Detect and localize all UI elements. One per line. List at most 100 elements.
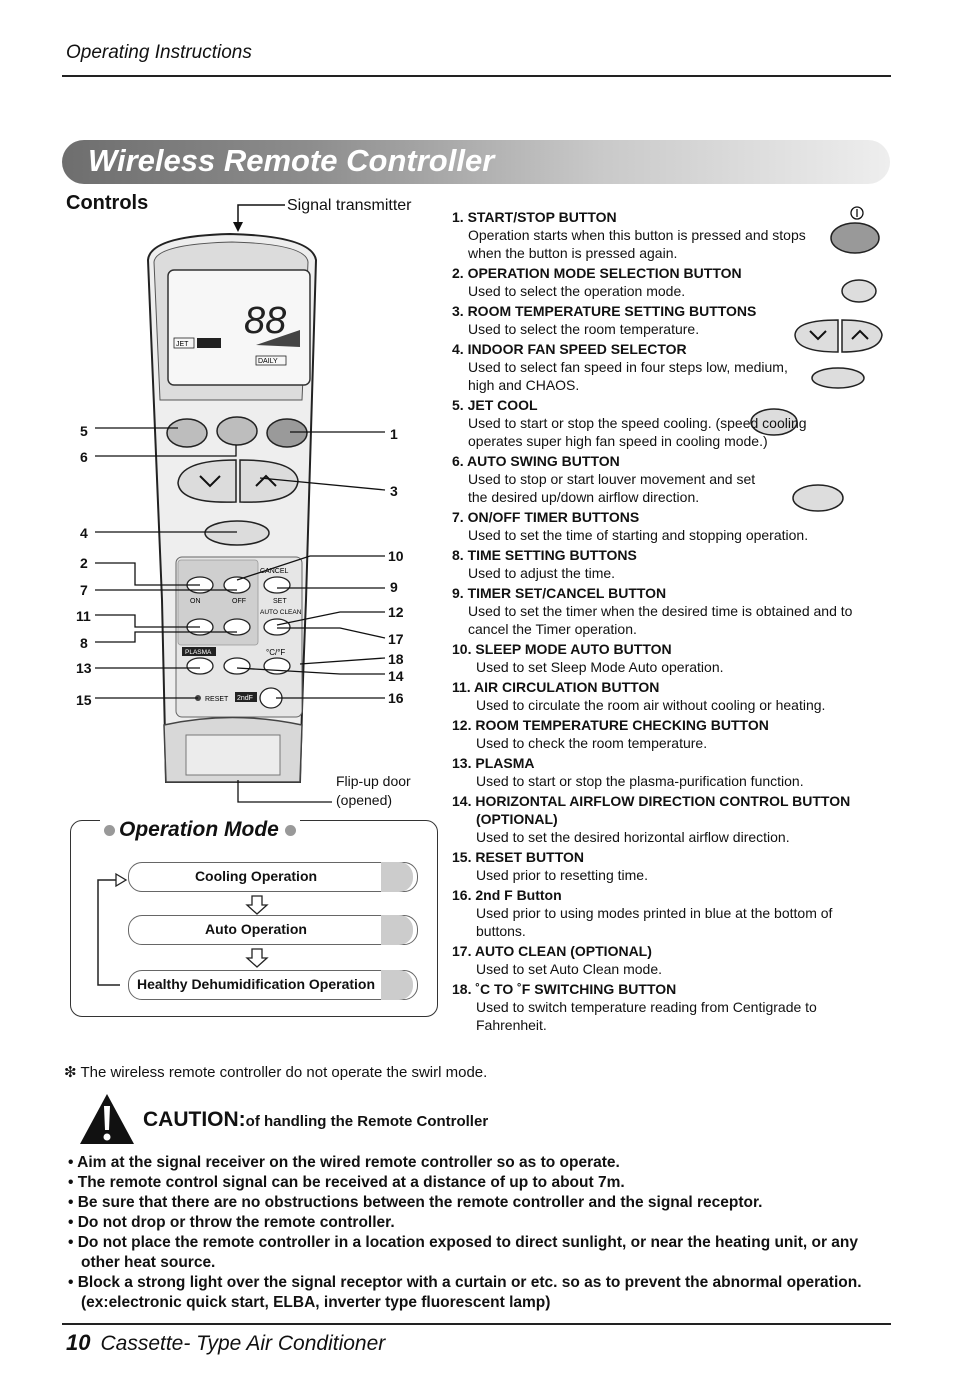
item-title: 7. ON/OFF TIMER BUTTONS <box>452 509 640 525</box>
callout-17: 17 <box>388 631 404 647</box>
list-item: 6. AUTO SWING BUTTON Used to stop or star… <box>452 452 872 506</box>
item-desc: Used to circulate the room air without c… <box>476 697 826 713</box>
item-desc: Used to select the room temperature. <box>468 321 700 337</box>
bottom-rule <box>62 1323 891 1325</box>
callout-7: 7 <box>80 582 88 598</box>
remote-reset-label: RESET <box>205 696 229 703</box>
item-desc: Used to select fan speed in four steps l… <box>468 359 788 393</box>
bullet-dot-icon <box>104 825 115 836</box>
callout-11: 11 <box>76 608 91 624</box>
caution-label: CAUTION: <box>143 1108 246 1131</box>
item-desc: Used prior to using modes printed in blu… <box>476 905 833 939</box>
list-item: • Aim at the signal receiver on the wire… <box>68 1154 620 1171</box>
fan-speed-icon <box>811 367 865 389</box>
callout-8: 8 <box>80 635 88 651</box>
list-item: 14. HORIZONTAL AIRFLOW DIRECTION CONTROL… <box>452 792 872 846</box>
callout-15: 15 <box>76 692 92 708</box>
item-desc: Used to start or stop the plasma-purific… <box>476 773 804 789</box>
item-title: 18. ˚C TO ˚F SWITCHING BUTTON <box>452 981 677 997</box>
mode-icon <box>841 279 877 303</box>
signal-transmitter-label: Signal transmitter <box>287 197 412 214</box>
item-title: 8. TIME SETTING BUTTONS <box>452 547 637 563</box>
list-item: • Do not drop or throw the remote contro… <box>68 1214 395 1231</box>
footer-title: Cassette- Type Air Conditioner <box>100 1332 386 1355</box>
remote-autoclean-label: AUTO CLEAN <box>260 609 302 616</box>
item-desc: Operation starts when this button is pre… <box>468 227 806 261</box>
callout-18: 18 <box>388 651 404 667</box>
list-item: 8. TIME SETTING BUTTONS Used to adjust th… <box>452 546 872 582</box>
item-title: 4. INDOOR FAN SPEED SELECTOR <box>452 341 687 357</box>
controls-heading: Controls <box>66 192 149 214</box>
title-banner <box>62 140 890 184</box>
flip-up-door-label: Flip-up door (opened) <box>336 772 411 810</box>
callout-1: 1 <box>390 426 398 442</box>
remote-2ndf-label: 2ndF <box>237 695 253 702</box>
lcd-jet-label: JET <box>176 341 189 348</box>
list-item: 13. PLASMA Used to start or stop the plas… <box>452 754 872 790</box>
flip-up-door-line1: Flip-up door <box>336 773 411 789</box>
callout-4: 4 <box>80 525 88 541</box>
list-item: 2. OPERATION MODE SELECTION BUTTON Used t… <box>452 264 872 300</box>
item-title: 9. TIMER SET/CANCEL BUTTON <box>452 585 667 601</box>
list-item: 3. ROOM TEMPERATURE SETTING BUTTONS Used … <box>452 302 872 338</box>
callout-13: 13 <box>76 660 92 676</box>
item-desc: Used to adjust the time. <box>468 565 616 581</box>
auto-mode-icon <box>381 915 413 945</box>
operation-mode-title-text: Operation Mode <box>119 818 279 841</box>
item-title: 10. SLEEP MODE AUTO BUTTON <box>452 641 672 657</box>
item-title: 16. 2nd F Button <box>452 887 562 903</box>
bullet-dot-icon <box>284 825 296 836</box>
list-item: 9. TIMER SET/CANCEL BUTTON Used to set th… <box>452 584 872 638</box>
page-number: 10 <box>66 1330 91 1355</box>
item-title: 13. PLASMA <box>452 755 535 771</box>
item-title: 3. ROOM TEMPERATURE SETTING BUTTONS <box>452 303 757 319</box>
item-title: 15. RESET BUTTON <box>452 849 584 865</box>
list-item: 4. INDOOR FAN SPEED SELECTOR Used to sele… <box>452 340 872 394</box>
callout-10: 10 <box>388 548 404 564</box>
callout-12: 12 <box>388 604 404 620</box>
item-desc: Used to start or stop the speed cooling.… <box>468 415 807 449</box>
flip-up-door-line2: (opened) <box>336 792 393 808</box>
droplet-icon <box>381 970 413 1000</box>
lcd-digits: 88 <box>244 300 286 342</box>
item-desc: Used to stop or start louver movement an… <box>468 471 756 505</box>
item-title: 5. JET COOL <box>452 397 538 413</box>
auto-swing-icon <box>792 484 844 512</box>
item-desc: Used to select the operation mode. <box>468 283 686 299</box>
remote-set-label: SET <box>273 598 287 605</box>
list-item: 10. SLEEP MODE AUTO BUTTON Used to set Sl… <box>452 640 872 676</box>
item-title: 14. HORIZONTAL AIRFLOW DIRECTION CONTROL… <box>452 793 851 827</box>
callout-3: 3 <box>390 483 398 499</box>
caution-heading: CAUTION:of handling the Remote Controlle… <box>143 1108 488 1132</box>
mode-label: Healthy Dehumidification Operation <box>136 976 376 992</box>
list-item: • Be sure that there are no obstructions… <box>68 1194 763 1211</box>
mode-dehumidification: Healthy Dehumidification Operation <box>128 970 418 1000</box>
item-desc: Used to set the desired horizontal airfl… <box>476 829 790 845</box>
mode-label: Cooling Operation <box>194 868 318 884</box>
operation-mode-title: Operation Mode <box>100 818 300 842</box>
item-title: 2. OPERATION MODE SELECTION BUTTON <box>452 265 742 281</box>
snowflake-icon <box>381 862 413 892</box>
callout-9: 9 <box>390 579 398 595</box>
callout-2: 2 <box>80 555 88 571</box>
mode-label: Auto Operation <box>205 921 307 937</box>
item-title: 6. AUTO SWING BUTTON <box>452 453 620 469</box>
caution-sub: of handling the Remote Controller <box>245 1113 489 1130</box>
item-desc: Used prior to resetting time. <box>476 867 648 883</box>
list-item: • The remote control signal can be recei… <box>68 1174 625 1191</box>
item-desc: Used to switch temperature reading from … <box>476 999 817 1033</box>
item-desc: Used to set Sleep Mode Auto operation. <box>476 659 724 675</box>
list-item: 5. JET COOL Used to start or stop the spe… <box>452 396 872 450</box>
item-desc: Used to check the room temperature. <box>476 735 708 751</box>
item-desc: Used to set the timer when the desired t… <box>468 603 853 637</box>
list-item: • Do not place the remote controller in … <box>68 1234 859 1271</box>
callout-5: 5 <box>80 423 88 439</box>
start-stop-icon <box>830 206 880 254</box>
warning-triangle-icon <box>80 1094 134 1144</box>
